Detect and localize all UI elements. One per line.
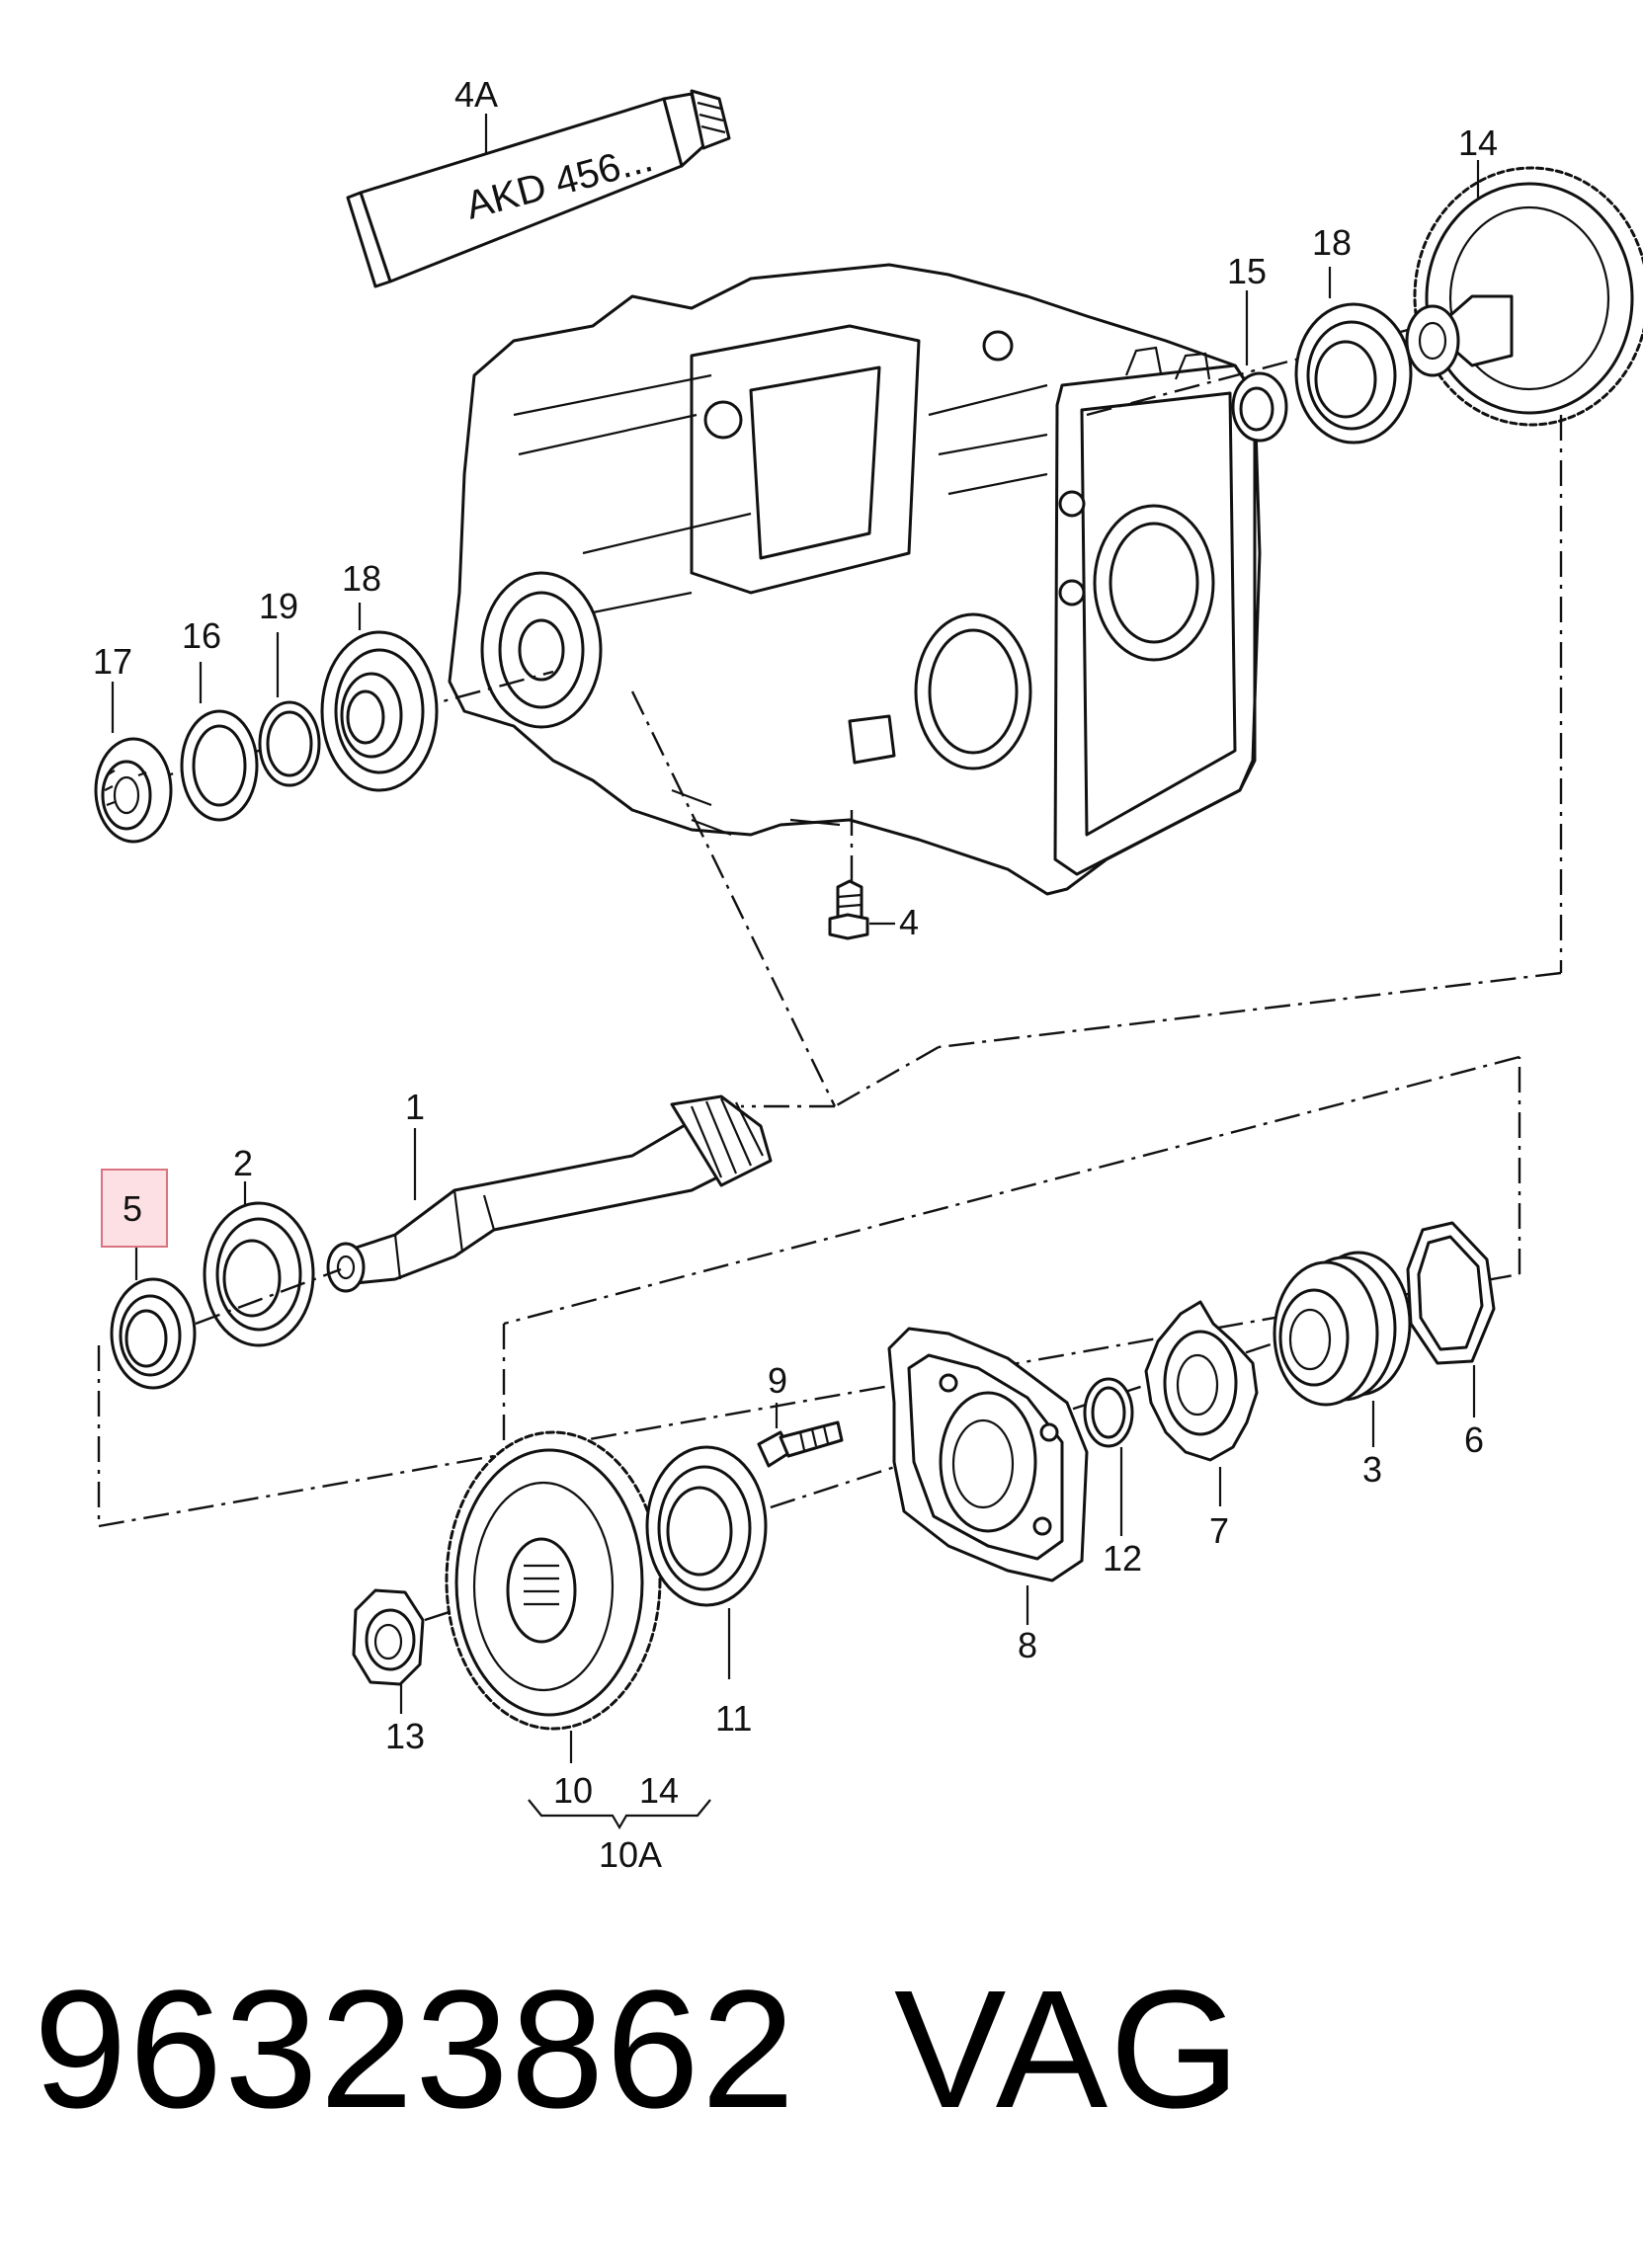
callout-19: 19: [259, 586, 298, 626]
callout-12: 12: [1103, 1538, 1142, 1579]
bearing-18-right: [1294, 302, 1413, 445]
callout-18-left: 18: [342, 558, 381, 599]
carrier-plate-8: [887, 1327, 1089, 1582]
callout-18-right: 18: [1312, 222, 1352, 263]
gearbox-housing: [448, 263, 1262, 896]
callout-7: 7: [1209, 1510, 1229, 1551]
gear-14-top: [1405, 166, 1643, 427]
callout-6: 6: [1464, 1419, 1484, 1460]
callout-4A: 4A: [454, 74, 498, 115]
bearing-2: [203, 1201, 315, 1347]
callout-17: 17: [93, 641, 132, 682]
gear-10: [445, 1430, 662, 1731]
bearing-18-left: [320, 630, 439, 792]
part-number: 96323862: [34, 1956, 797, 2144]
callout-10A: 10A: [599, 1834, 662, 1875]
callout-16: 16: [182, 615, 221, 656]
nut-17: [94, 737, 173, 844]
bolt-4: [828, 810, 895, 940]
input-shaft-1: [326, 1094, 773, 1293]
ring-19: [258, 700, 321, 787]
washer-16: [180, 709, 259, 822]
callout-8: 8: [1018, 1625, 1037, 1665]
o-ring-12: [1083, 1377, 1134, 1448]
callout-3: 3: [1362, 1449, 1382, 1490]
callout-14-group: 14: [639, 1770, 679, 1811]
synchro-3: [1273, 1251, 1412, 1407]
group-bracket: [528, 1799, 711, 1830]
callout-5-highlight: [101, 1169, 168, 1248]
callout-10: 10: [553, 1770, 593, 1811]
bearing-5: [110, 1277, 197, 1390]
nut-13: [352, 1588, 425, 1686]
callout-15: 15: [1227, 251, 1267, 291]
gasket-6: [1406, 1221, 1496, 1365]
brand-name: VAG: [894, 1956, 1243, 2144]
bearing-15: [1231, 371, 1288, 443]
callout-14-top: 14: [1458, 122, 1498, 163]
grease-tube: AKD 456...: [346, 89, 731, 288]
callout-13: 13: [385, 1716, 425, 1756]
callout-2: 2: [233, 1143, 253, 1183]
cog-7: [1144, 1300, 1259, 1462]
bearing-11: [645, 1445, 768, 1607]
callout-5: 5: [123, 1188, 142, 1229]
callout-9: 9: [768, 1360, 787, 1401]
callout-4: 4: [899, 902, 919, 942]
bolt-9: [757, 1420, 844, 1468]
callout-11: 11: [715, 1698, 752, 1739]
callout-1: 1: [405, 1087, 425, 1127]
